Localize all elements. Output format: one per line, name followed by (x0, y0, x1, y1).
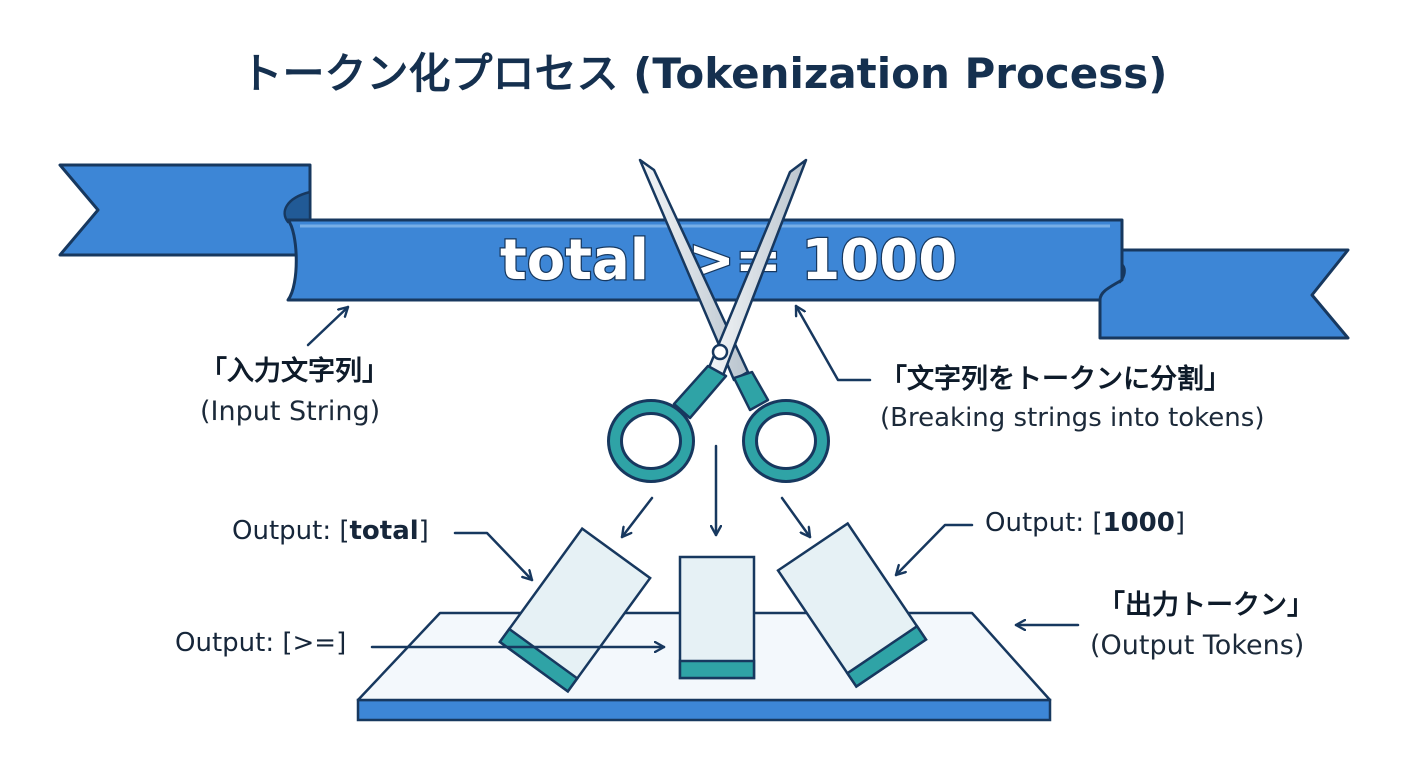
split-label-en: (Breaking strings into tokens) (880, 403, 1265, 433)
output-label-operator: Output: [>=] (175, 628, 347, 659)
output-prefix: Output: [ (175, 628, 293, 658)
token-card-number (776, 521, 928, 689)
scissors-back-shank (732, 370, 770, 412)
input-ribbon: total >= 1000 (58, 163, 1350, 340)
output-suffix: ] (418, 516, 429, 546)
output-token: total (349, 516, 419, 546)
output-suffix: ] (336, 628, 347, 658)
output-tokens-label-en: (Output Tokens) (1090, 630, 1305, 661)
arrow-icon (453, 531, 534, 582)
arrow-icon (894, 523, 974, 577)
token-card-total (498, 526, 652, 694)
scissors-right-ring-fill (745, 402, 827, 480)
scissors-front-shank (672, 364, 728, 420)
arrow-icon (780, 496, 812, 539)
output-token: >= (292, 628, 337, 658)
page-title: トークン化プロセス (Tokenization Process) (240, 49, 1168, 98)
arrow-icon (306, 305, 350, 347)
output-label-number: Output: [1000] (985, 508, 1186, 539)
output-prefix: Output: [ (985, 508, 1103, 538)
token-card-operator (678, 555, 756, 680)
scissors-icon (607, 158, 830, 483)
output-suffix: ] (1174, 508, 1186, 538)
input-string-label-en: (Input String) (200, 396, 381, 427)
scissors-left-ring-fill (610, 402, 692, 480)
arrow-icon (794, 304, 872, 382)
output-label-total: Output: [total] (232, 516, 429, 547)
ribbon-left-tail (58, 163, 312, 257)
scissors-pivot (711, 343, 729, 361)
split-label-jp: 「文字列をトークンに分割」 (880, 364, 1231, 395)
tray-front-edge (356, 698, 1052, 722)
arrow-icon (620, 496, 654, 539)
input-string-label-jp: 「入力文字列」 (200, 356, 389, 387)
output-prefix: Output: [ (232, 516, 350, 546)
output-token: 1000 (1102, 508, 1175, 538)
output-tokens-label-jp: 「出力トークン」 (1098, 590, 1314, 621)
scissors-back-blade (638, 158, 750, 382)
ribbon-right-tail (1098, 248, 1350, 340)
ribbon-text: total >= 1000 (500, 228, 957, 293)
ribbon-main-band (286, 218, 1124, 302)
